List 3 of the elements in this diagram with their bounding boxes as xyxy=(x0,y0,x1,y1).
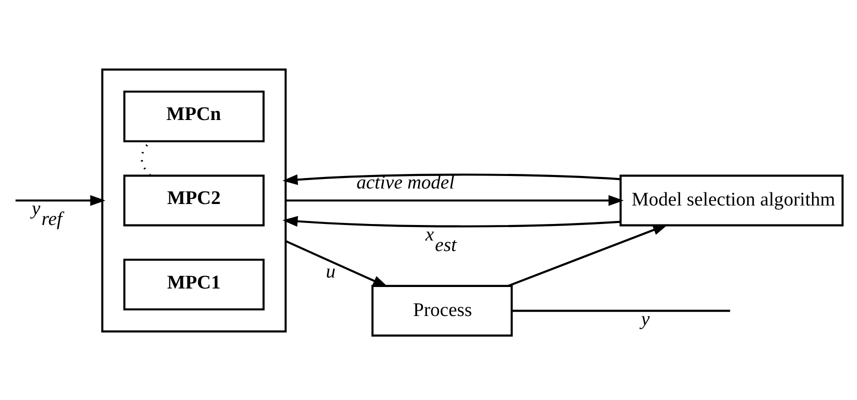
edge-label: u xyxy=(326,261,336,282)
edge-label: y xyxy=(641,308,650,330)
edge-label: active model xyxy=(356,172,454,194)
